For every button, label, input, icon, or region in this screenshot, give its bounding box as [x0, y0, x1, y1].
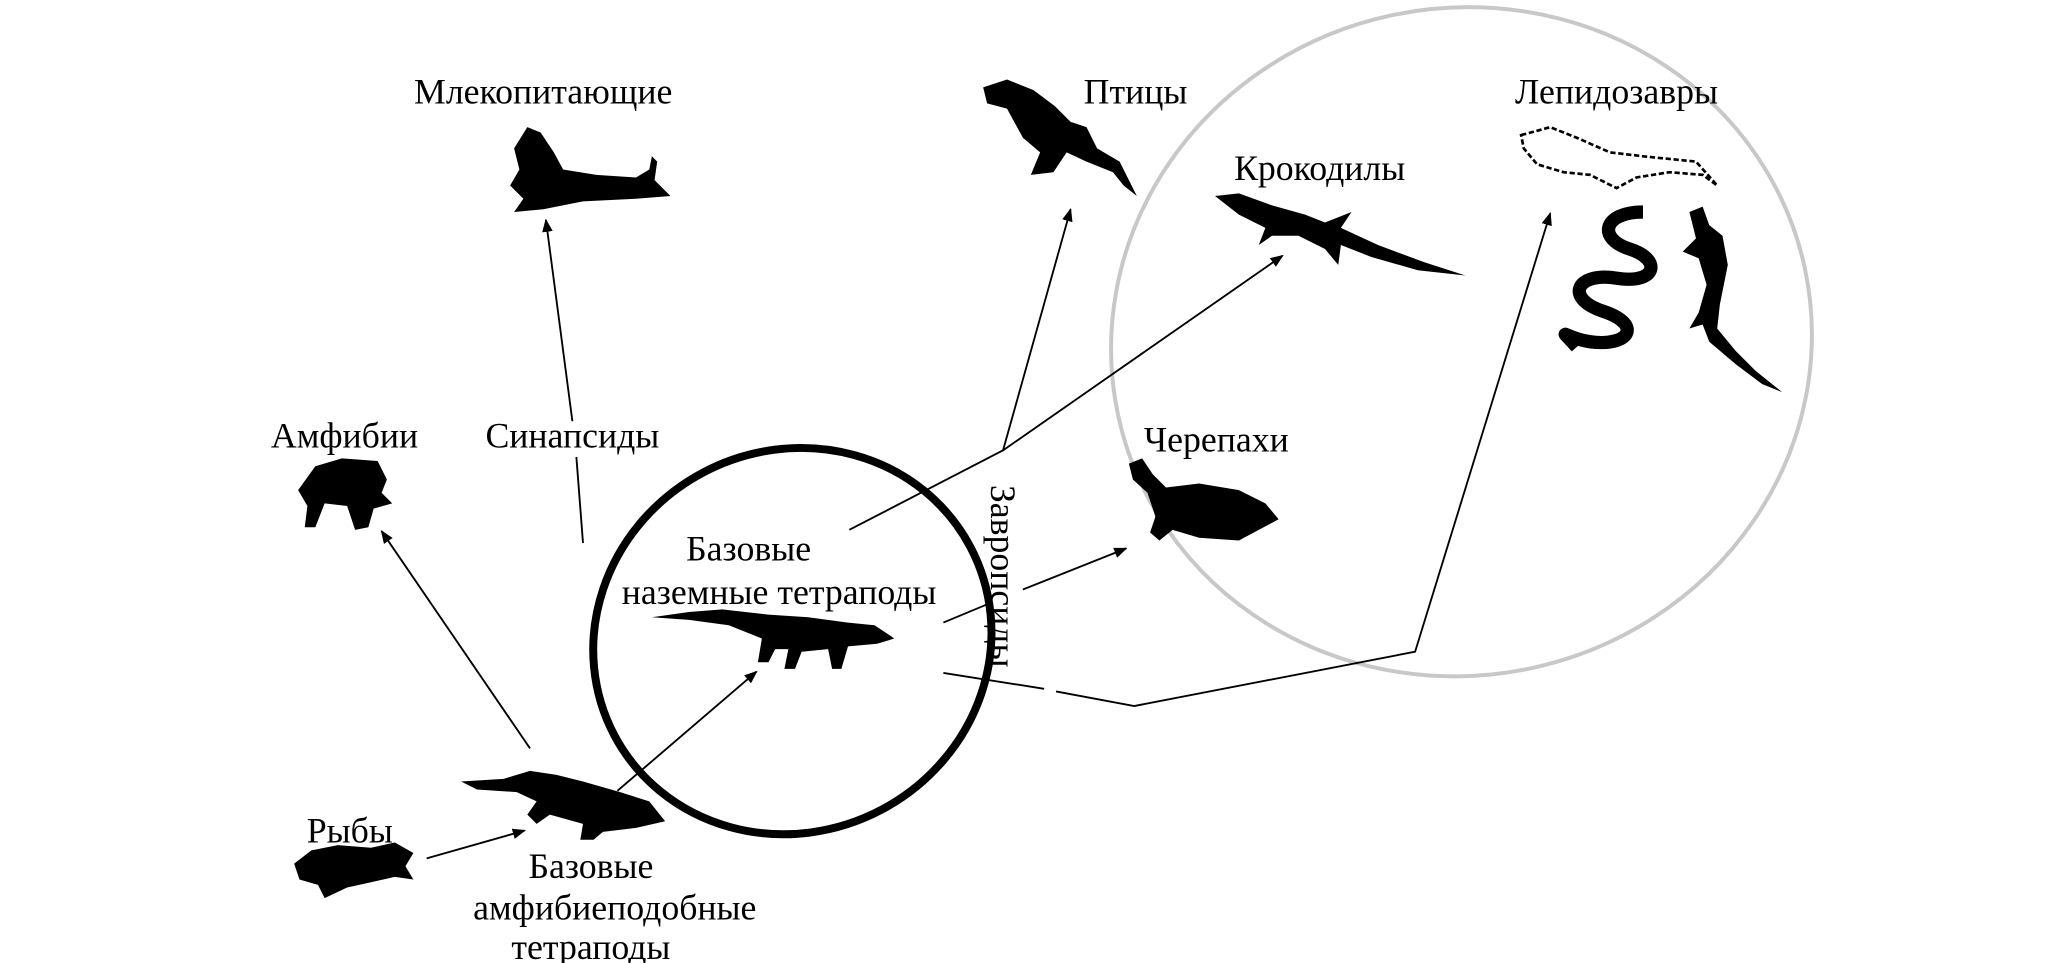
basal-terrestrial-tetrapod-silhouette-icon: [651, 609, 895, 669]
sauropsid-line-lepido-base: [943, 671, 1045, 690]
label-crocodiles: Крокодилы: [1234, 148, 1405, 188]
arrow-fish-to-basal-amphibian: [426, 828, 526, 860]
label-amphibians: Амфибии: [271, 416, 418, 456]
gecko-silhouette-icon: [1682, 206, 1783, 393]
label-basal-amphibian-line1: Базовые: [528, 846, 653, 886]
label-turtles: Черепахи: [1144, 420, 1289, 460]
synapsid-line-lower: [575, 456, 584, 544]
arrow-to-amphibians: [380, 530, 531, 749]
label-basal-amphibian-line3: тетраподы: [511, 927, 670, 963]
label-mammals: Млекопитающие: [414, 71, 672, 111]
label-synapsids: Синапсиды: [485, 416, 659, 456]
sauropsid-line-turtle-base: [943, 601, 992, 624]
arrow-to-turtles: [1022, 547, 1128, 591]
label-fishes: Рыбы: [307, 810, 393, 850]
crocodile-silhouette-icon: [1215, 193, 1466, 276]
label-birds: Птицы: [1084, 71, 1188, 111]
arrow-to-mammals: [542, 218, 574, 422]
turtle-silhouette-icon: [1128, 458, 1279, 541]
arrow-to-birds: [1002, 208, 1073, 451]
bird-silhouette-icon: [983, 79, 1137, 197]
label-sauropsids: Завропсиды: [983, 485, 1023, 668]
frog-silhouette-icon: [298, 458, 393, 530]
sauropsid-group-ellipse: [1109, 5, 1814, 679]
label-basal-terrestrial-line2: наземные тетраподы: [622, 572, 937, 612]
label-lepidosaurs: Лепидозавры: [1515, 71, 1718, 111]
label-basal-amphibian-line2: амфибиеподобные: [473, 887, 756, 927]
fish-silhouette-icon: [294, 842, 414, 899]
mammal-silhouette-icon: [510, 127, 671, 212]
arrow-basal-amphibian-to-terrestrial: [616, 670, 758, 792]
basal-terrestrial-tetrapods-ellipse: [589, 444, 996, 839]
snake-silhouette-icon: [1558, 205, 1658, 352]
label-basal-terrestrial-line1: Базовые: [686, 528, 811, 568]
lizard-silhouette-icon: [1519, 125, 1719, 190]
basal-amphibian-tetrapod-silhouette-icon: [461, 770, 666, 840]
arrow-to-lepidosaurs: [1055, 211, 1552, 707]
